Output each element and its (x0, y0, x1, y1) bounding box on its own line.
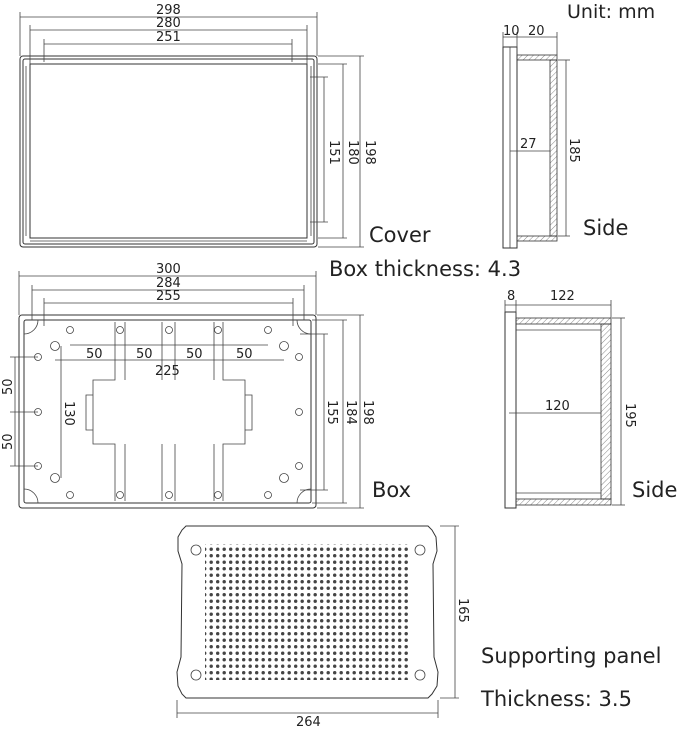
dim-box-50-left-a: 50 (1, 378, 16, 395)
dim-box-50-b: 50 (136, 347, 153, 362)
perforation-grid (205, 544, 410, 680)
dim-box-300: 300 (156, 262, 181, 277)
panel-label: Supporting panel (481, 644, 661, 668)
cover-label: Cover (369, 223, 431, 247)
dim-box-284: 284 (156, 276, 181, 291)
dim-panel-165: 165 (455, 598, 470, 623)
unit-label: Unit: mm (567, 1, 655, 23)
dim-box-side-8: 8 (507, 289, 515, 304)
dim-cover-side-27: 27 (520, 137, 537, 152)
box-view: 300 284 255 50 50 50 50 225 130 50 50 15… (1, 262, 411, 509)
dim-box-side-195: 195 (622, 403, 637, 428)
box-side-label: Side (632, 478, 677, 502)
dim-cover-side-10: 10 (503, 24, 520, 39)
cover-side-view: 10 20 27 185 Side (502, 24, 628, 249)
dim-box-198: 198 (360, 400, 375, 425)
dim-box-50-c: 50 (186, 347, 203, 362)
cover-side-label: Side (583, 216, 628, 240)
dim-box-side-122: 122 (550, 289, 575, 304)
dim-cover-151: 151 (326, 140, 341, 165)
dim-cover-198: 198 (362, 140, 377, 165)
dim-cover-side-185: 185 (566, 138, 581, 163)
dim-panel-264: 264 (296, 715, 321, 729)
dim-box-130: 130 (61, 401, 76, 426)
dim-box-184: 184 (343, 400, 358, 425)
panel-view: 264 165 Supporting panel Thickness: 3.5 (176, 525, 661, 729)
dim-box-side-120: 120 (545, 399, 570, 414)
dim-box-255: 255 (156, 289, 181, 304)
dim-cover-298: 298 (156, 3, 181, 18)
dim-box-50-d: 50 (236, 347, 253, 362)
cover-view: 298 280 251 151 180 198 Cover Box thickn… (19, 3, 521, 281)
dim-cover-280: 280 (156, 16, 181, 31)
box-thickness-label: Box thickness: 4.3 (329, 257, 521, 281)
box-side-view: 8 122 120 195 Side (504, 289, 677, 509)
dim-cover-251: 251 (156, 30, 181, 45)
panel-thickness-label: Thickness: 3.5 (480, 687, 632, 711)
box-label: Box (372, 478, 411, 502)
dim-box-225: 225 (155, 364, 180, 379)
dim-box-155: 155 (324, 400, 339, 425)
dim-cover-side-20: 20 (528, 24, 545, 39)
dim-box-50-a: 50 (86, 347, 103, 362)
dim-box-50-left-b: 50 (1, 433, 16, 450)
dim-cover-180: 180 (345, 140, 360, 165)
